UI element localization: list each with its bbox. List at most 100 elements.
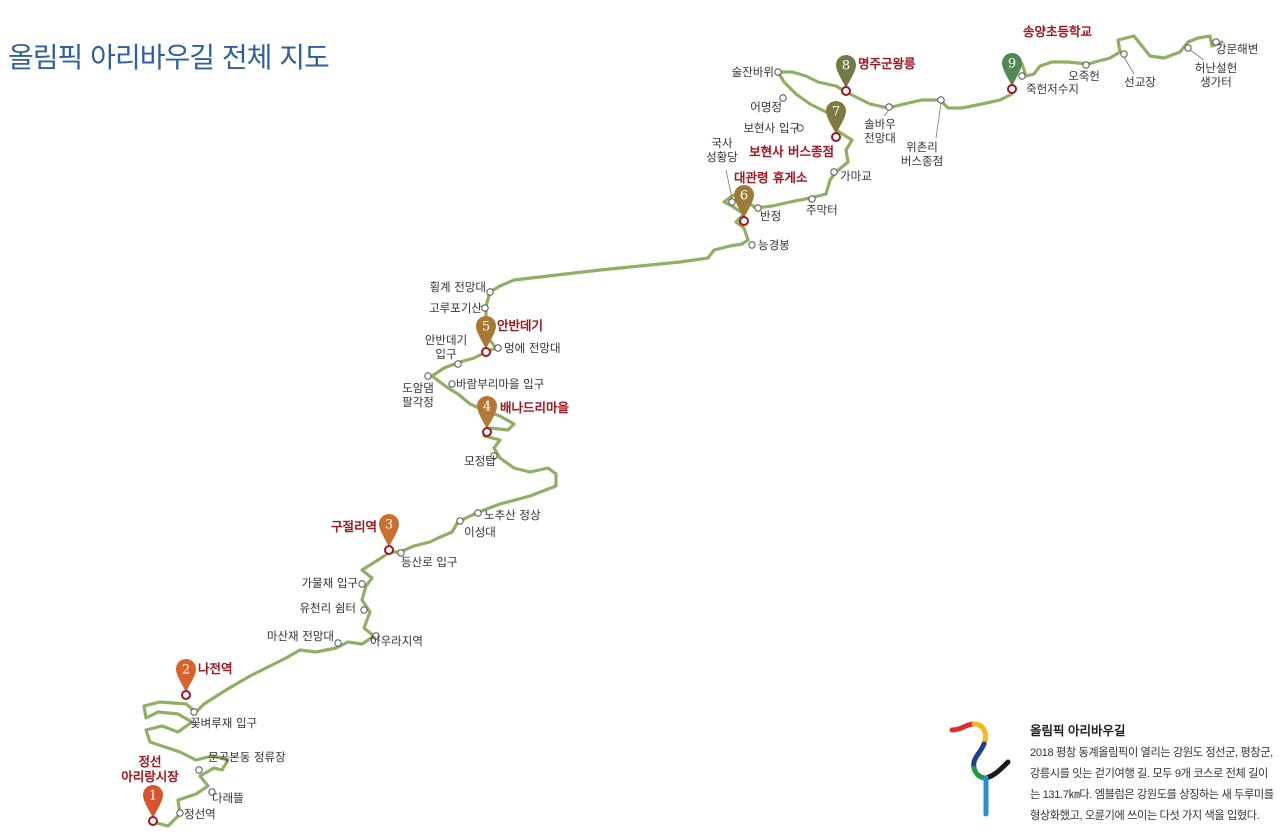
waypoint-marker[interactable] (808, 195, 816, 203)
waypoint[interactable]: 술잔바위 (732, 65, 782, 79)
hub-label: 대관령 휴게소 (734, 170, 808, 185)
hub-marker[interactable] (831, 132, 841, 142)
map-pin-icon[interactable] (1002, 53, 1022, 86)
waypoint-marker[interactable] (885, 103, 893, 111)
waypoint[interactable]: 바람부리마을 입구 (448, 377, 544, 391)
map-pin-icon[interactable] (836, 55, 856, 88)
waypoint-layer: 정선역 다래뜰 문곡본동 정류장 꽃벼루재 입구 마산재 전망대 아우라지역 유천리 쉼터 가… (176, 38, 1259, 821)
waypoint-marker[interactable] (1082, 61, 1090, 69)
map-pin-icon[interactable] (176, 659, 196, 692)
waypoint-marker[interactable] (754, 204, 762, 212)
waypoint[interactable]: 죽헌저수지 (1018, 72, 1079, 96)
waypoint-marker[interactable] (1018, 72, 1026, 80)
waypoint-marker[interactable] (1120, 50, 1128, 58)
waypoint[interactable]: 능경봉 (748, 238, 790, 252)
waypoint-marker[interactable] (1212, 38, 1220, 46)
waypoint[interactable]: 횡계 전망대 (429, 280, 494, 296)
waypoint[interactable]: 반정 (754, 204, 781, 223)
waypoint-marker[interactable] (830, 168, 838, 176)
waypoint-label: 정선역 (184, 807, 216, 821)
hub-marker[interactable] (482, 427, 492, 437)
waypoint[interactable]: 고루포기산 (429, 301, 489, 315)
waypoint[interactable]: 꽃벼루재 입구 (190, 708, 257, 730)
waypoint-marker[interactable] (937, 96, 945, 104)
hub-marker[interactable] (181, 690, 191, 700)
waypoint-marker[interactable] (796, 124, 804, 132)
waypoint[interactable]: 보현사 입구 (743, 121, 804, 135)
waypoint-marker[interactable] (360, 606, 368, 614)
waypoint-marker[interactable] (208, 788, 216, 796)
waypoint-marker[interactable] (728, 198, 736, 206)
waypoint[interactable]: 문곡본동 정류장 (195, 750, 286, 774)
hub-marker[interactable] (1007, 84, 1017, 94)
waypoint[interactable]: 오죽헌 (1068, 61, 1100, 83)
map-pin-icon[interactable] (477, 396, 497, 429)
waypoint-marker[interactable] (190, 708, 198, 716)
waypoint-marker[interactable] (334, 639, 342, 647)
waypoint-marker[interactable] (490, 452, 498, 460)
map-pin-icon[interactable] (379, 514, 399, 547)
waypoint[interactable]: 이성대 (456, 517, 496, 539)
waypoint-marker[interactable] (486, 288, 494, 296)
hub-marker[interactable] (148, 816, 158, 826)
map-pin-icon[interactable] (143, 785, 163, 818)
waypoint[interactable]: 선교장 (1120, 50, 1156, 89)
hub-number: 8 (842, 59, 850, 74)
waypoint-marker[interactable] (494, 344, 502, 352)
waypoint[interactable]: 모정탑 (464, 452, 498, 468)
waypoint-marker[interactable] (481, 304, 489, 312)
waypoint-marker[interactable] (397, 549, 405, 557)
waypoint-marker[interactable] (358, 580, 366, 588)
waypoint-marker[interactable] (456, 517, 464, 525)
map-pin-icon[interactable] (826, 101, 846, 134)
waypoint[interactable]: 마산재 전망대 (267, 629, 342, 647)
waypoint[interactable]: 등산로 입구 (397, 549, 458, 569)
waypoint[interactable]: 다래뜰 (208, 788, 244, 805)
waypoint-marker[interactable] (448, 380, 456, 388)
hub-marker[interactable] (481, 347, 491, 357)
map-pin-icon[interactable] (734, 185, 754, 218)
map-pin-icon[interactable] (476, 316, 496, 349)
waypoint[interactable]: 멍에 전망대 (494, 341, 561, 355)
waypoint[interactable]: 아우라지역 (370, 632, 423, 648)
waypoint-marker[interactable] (748, 241, 756, 249)
waypoint-marker[interactable] (454, 360, 462, 368)
waypoint-marker[interactable] (195, 766, 203, 774)
waypoint[interactable]: 유천리 쉼터 (299, 601, 368, 615)
waypoint[interactable]: 노추산 정상 (474, 508, 541, 522)
waypoint-marker[interactable] (176, 809, 184, 817)
waypoint-marker[interactable] (474, 509, 482, 517)
waypoint-marker[interactable] (424, 372, 432, 380)
hub-label: 배나드리마을 (500, 400, 570, 415)
waypoint-marker[interactable] (774, 68, 782, 76)
waypoint[interactable]: 강문해변 (1212, 38, 1259, 56)
waypoint[interactable]: 주막터 (806, 195, 838, 217)
waypoint-marker[interactable] (372, 632, 380, 640)
hub-marker[interactable] (841, 86, 851, 96)
waypoint-label: 주막터 (806, 203, 838, 217)
waypoint-marker[interactable] (779, 94, 787, 102)
waypoint[interactable]: 정선역 (176, 807, 216, 821)
waypoint-marker[interactable] (1184, 44, 1192, 52)
hub-marker[interactable] (739, 216, 749, 226)
waypoint[interactable]: 가마교 (830, 168, 872, 183)
waypoint[interactable]: 어명정 (750, 94, 787, 114)
hub-marker[interactable] (384, 545, 394, 555)
waypoint[interactable]: 가물재 입구 (301, 576, 366, 590)
